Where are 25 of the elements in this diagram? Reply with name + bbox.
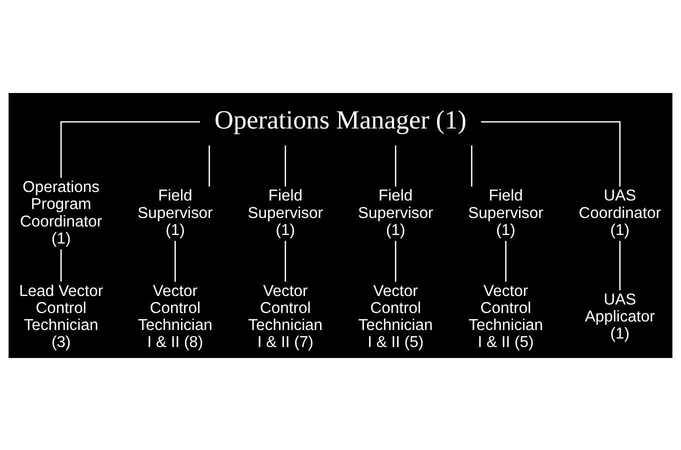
connector [481, 120, 621, 186]
connector [619, 240, 621, 290]
node-text: Vector Control Technician I & II (7) [248, 282, 323, 350]
connector [284, 145, 286, 186]
node-text: Vector Control Technician I & II (8) [138, 282, 212, 350]
node-text: Vector Control Technician I & II (5) [358, 282, 433, 350]
node-text: Field Supervisor (1) [248, 187, 324, 238]
node-text: Field Supervisor (1) [138, 187, 213, 238]
connector [60, 248, 62, 282]
connector [505, 240, 506, 282]
connector [471, 145, 472, 186]
node-text: Vector Control Technician I & II (5) [468, 282, 543, 350]
connector [394, 145, 396, 186]
node-text: Field Supervisor (1) [468, 187, 544, 238]
connector [208, 145, 210, 186]
node-text: UAS Applicator (1) [584, 290, 655, 342]
node-text: Lead Vector Control Technician (3) [19, 282, 104, 350]
node-text: Operations Program Coordinator (1) [20, 178, 102, 247]
connector [174, 240, 176, 282]
connector [394, 240, 396, 282]
node-text: Field Supervisor (1) [358, 187, 434, 238]
node-text: UAS Coordinator (1) [578, 187, 662, 238]
connector [284, 240, 286, 282]
node-text: Operations Manager (1) [214, 104, 466, 134]
connector [60, 120, 200, 178]
